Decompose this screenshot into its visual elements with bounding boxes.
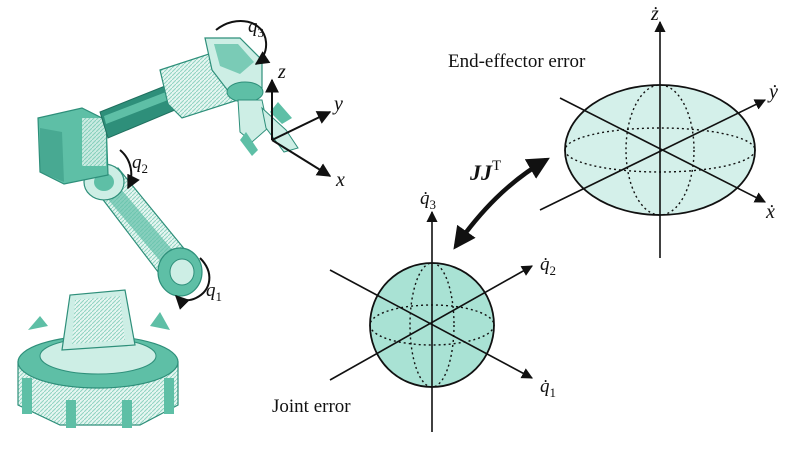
robot-upper-link: [99, 85, 176, 139]
q3-label: q3: [248, 16, 264, 40]
ellipsoid-x-label: ẋ: [765, 201, 775, 223]
q1-label: q1: [206, 280, 222, 304]
sphere-q1-label: q̇1: [540, 376, 556, 400]
frame-x-label: x: [335, 169, 345, 191]
ellipsoid-y-axis: [539, 99, 767, 211]
sphere-q2-label: q̇2: [540, 254, 556, 278]
end-effector-error-title: End-effector error: [448, 51, 586, 72]
frame-y-label: y: [332, 93, 343, 115]
ellipsoid-x-axis: [559, 97, 766, 203]
q3-rotation-arrow: [215, 20, 271, 65]
joint-error-title: Joint error: [272, 396, 351, 417]
frame-x-axis: [271, 139, 332, 177]
robot-motor-housing: [37, 107, 109, 185]
robot-arm-illustration: [17, 37, 299, 428]
ellipsoid-meridian: [625, 84, 695, 216]
frame-z-label: z: [277, 61, 286, 83]
jjt-label: JJT: [469, 158, 501, 185]
q2-label: q2: [132, 152, 148, 176]
sphere-q1-axis: [329, 269, 533, 379]
joint-error-sphere: q̇3 q̇2 q̇1: [329, 188, 556, 432]
robot-pedestal: [61, 289, 136, 351]
q2-rotation-arrow: [119, 149, 140, 190]
q1-rotation-arrow: [175, 257, 211, 310]
ellipsoid-z-label: ż: [650, 3, 659, 25]
end-effector-ellipsoid: ż ẏ ẋ: [539, 3, 778, 258]
robot-gripper: [237, 99, 299, 156]
robot-wrist: [159, 37, 264, 119]
jjt-mapping-arrow: [453, 157, 550, 250]
frame-y-axis: [271, 111, 332, 141]
ellipsoid-y-label: ẏ: [767, 81, 778, 103]
sphere-q3-label: q̇3: [420, 188, 436, 212]
sphere-meridian: [409, 262, 455, 388]
sphere-q2-axis: [329, 265, 533, 381]
end-effector-frame: z y x: [265, 61, 345, 191]
